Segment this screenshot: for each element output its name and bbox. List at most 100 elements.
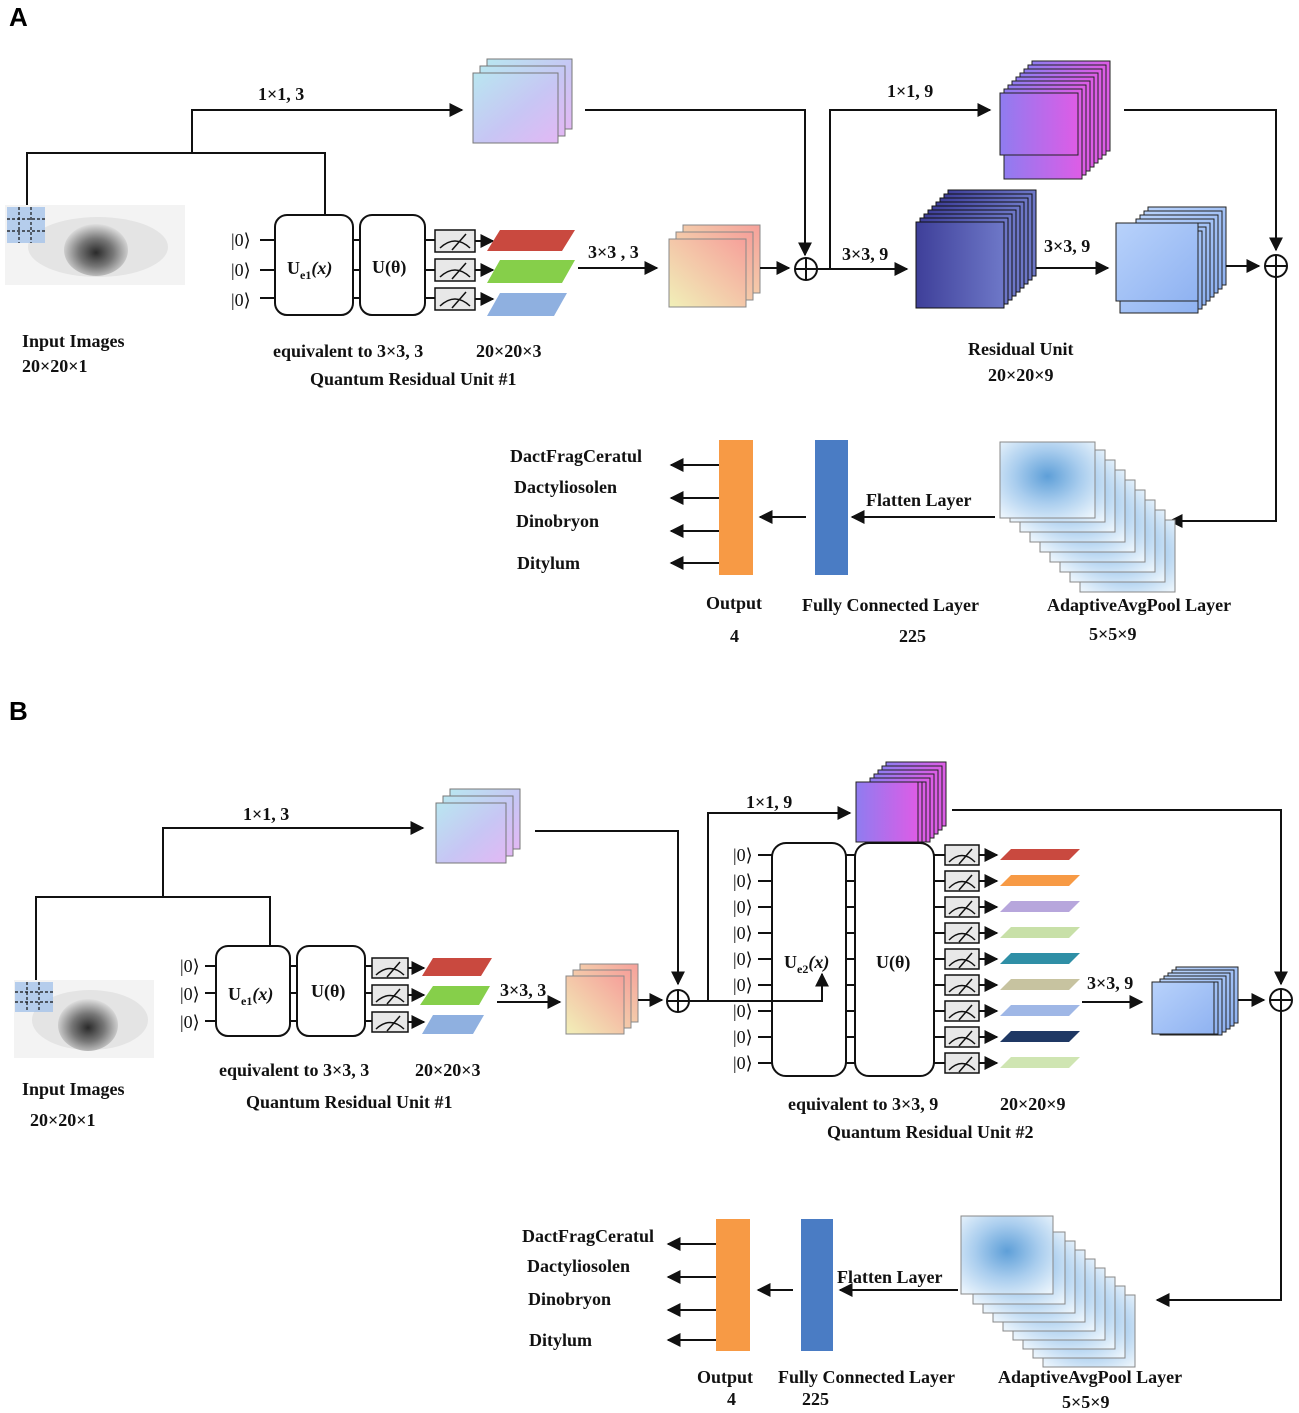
fc-size-a: 225 <box>899 626 926 646</box>
quantum-output-slab <box>1000 901 1080 912</box>
input-label-a: Input Images <box>22 331 125 351</box>
pool-name-a: AdaptiveAvgPool Layer <box>1047 595 1231 615</box>
svg-text:|0⟩: |0⟩ <box>180 1012 200 1032</box>
svg-text:|0⟩: |0⟩ <box>231 230 251 250</box>
variational-gate-a <box>359 214 426 316</box>
fc-name-a: Fully Connected Layer <box>802 595 979 615</box>
panel-a-letter: A <box>9 2 28 32</box>
class-label: Dinobryon <box>516 511 599 531</box>
quantum-output-slab <box>1000 1057 1080 1068</box>
variational-gate-b2 <box>854 842 935 1077</box>
variational-label-b2: U(θ) <box>876 952 910 973</box>
measure-dial <box>948 978 976 995</box>
measure-icon <box>371 957 409 1033</box>
class-label: Dinobryon <box>528 1289 611 1309</box>
quantum-output-slab <box>1000 849 1080 860</box>
quantum-outputs-b2 <box>979 848 1080 1070</box>
output-layer-b <box>716 1219 750 1351</box>
quantum-output-slab <box>1000 953 1080 964</box>
svg-text:|0⟩: |0⟩ <box>733 949 753 969</box>
quantum-circuit-a: |0⟩ |0⟩ |0⟩ Ue1(x) U(θ) <box>231 214 575 316</box>
fc-name-b: Fully Connected Layer <box>778 1367 955 1387</box>
svg-text:Ue1(x): Ue1(x) <box>287 258 332 282</box>
quantum-unit-name-b1: Quantum Residual Unit #1 <box>246 1092 453 1112</box>
add-node-a1 <box>794 257 818 281</box>
residual-unit-dims-a: 20×20×9 <box>988 365 1054 385</box>
svg-text:|0⟩: |0⟩ <box>733 975 753 995</box>
quantum-unit-name-a: Quantum Residual Unit #1 <box>310 369 517 389</box>
quantum-output-slab <box>1000 927 1080 938</box>
res-skip-featuremap-a <box>999 60 1111 180</box>
svg-text:|0⟩: |0⟩ <box>733 1027 753 1047</box>
measure-dial <box>948 926 976 943</box>
input-image-b <box>14 980 154 1058</box>
output-layer-a <box>719 440 753 575</box>
input-image-a <box>5 205 185 285</box>
output-size-b: 4 <box>727 1389 736 1409</box>
quantum-equivalent-b1: equivalent to 3×3, 3 <box>219 1060 369 1080</box>
svg-text:|0⟩: |0⟩ <box>733 897 753 917</box>
svg-text:|0⟩: |0⟩ <box>733 1001 753 1021</box>
class-label: DactFragCeratul <box>510 446 642 466</box>
add-node-b1 <box>666 989 690 1013</box>
conv-featuremap-b <box>565 963 639 1035</box>
svg-text:Ue2(x): Ue2(x) <box>784 952 829 976</box>
skip-label-a: 1×1, 3 <box>258 84 304 104</box>
variational-gate-b1 <box>296 945 366 1037</box>
encoder-gate-b2 <box>771 842 847 1077</box>
measure-dial <box>948 900 976 917</box>
conv-featuremap-a <box>668 224 761 308</box>
res-conv1-featuremap-a <box>915 189 1037 309</box>
pool-featuremap-b <box>960 1215 1136 1368</box>
svg-text:|0⟩: |0⟩ <box>733 1053 753 1073</box>
svg-text:|0⟩: |0⟩ <box>180 984 200 1004</box>
measure-dial <box>948 1056 976 1073</box>
skip-featuremap-b <box>435 788 521 864</box>
panel-a: A Input Images 20×20×1 1×1, 3 |0⟩ |0⟩ |0… <box>5 2 1288 646</box>
conv-label-b2: 3×3, 9 <box>1087 973 1133 993</box>
skip-label-b: 1×1, 3 <box>243 804 289 824</box>
quantum-output-slab <box>1000 1005 1080 1016</box>
measure-dial <box>948 1004 976 1021</box>
quantum-output-slab <box>1000 979 1080 990</box>
quantum-dims-b1: 20×20×3 <box>415 1060 481 1080</box>
class-label: Dactyliosolen <box>514 477 617 497</box>
res-skip-label-a: 1×1, 9 <box>887 81 933 101</box>
measure-dial <box>948 1030 976 1047</box>
flatten-label-b: Flatten Layer <box>837 1267 942 1287</box>
residual-unit-name-a: Residual Unit <box>968 339 1074 359</box>
svg-text:|0⟩: |0⟩ <box>180 956 200 976</box>
variational-label-a: U(θ) <box>372 257 406 278</box>
quantum-circuit-b2: |0⟩ |0⟩ |0⟩ |0⟩ |0⟩ |0⟩ |0⟩ |0⟩ |0⟩ Ue2(… <box>689 842 1080 1077</box>
svg-text:|0⟩: |0⟩ <box>733 871 753 891</box>
class-label: DactFragCeratul <box>522 1226 654 1246</box>
svg-text:|0⟩: |0⟩ <box>231 290 251 310</box>
measure-dial <box>948 874 976 891</box>
quantum-output-slab <box>1000 1031 1080 1042</box>
res-skip-featuremap-b <box>855 761 947 843</box>
variational-label-b1: U(θ) <box>311 981 345 1002</box>
class-label: Dactyliosolen <box>527 1256 630 1276</box>
svg-text:|0⟩: |0⟩ <box>231 260 251 280</box>
quantum-circuit-b1: |0⟩ |0⟩ |0⟩ Ue1(x) U(θ) <box>180 945 492 1037</box>
output-size-a: 4 <box>730 626 739 646</box>
skip-label-b2: 1×1, 9 <box>746 792 792 812</box>
pool-dims-a: 5×5×9 <box>1089 624 1137 644</box>
pool-featuremap-a <box>999 441 1176 593</box>
conv-label-b: 3×3, 3 <box>500 980 546 1000</box>
skip-featuremap-a <box>472 58 573 144</box>
measure-icon <box>944 844 980 1074</box>
quantum-equivalent-b2: equivalent to 3×3, 9 <box>788 1094 938 1114</box>
output-name-b: Output <box>697 1367 753 1387</box>
panel-b: B Input Images 20×20×1 1×1, 3 |0⟩ |0⟩ |0… <box>9 696 1293 1412</box>
output-name-a: Output <box>706 593 762 613</box>
svg-text:|0⟩: |0⟩ <box>733 845 753 865</box>
add-node-a2 <box>1264 254 1288 278</box>
pool-dims-b: 5×5×9 <box>1062 1392 1110 1412</box>
conv-label-a: 3×3 , 3 <box>588 242 639 262</box>
conv2-featuremap-b <box>1151 966 1239 1036</box>
class-label: Ditylum <box>529 1330 592 1350</box>
encoder-gate-a <box>274 214 354 316</box>
add-node-b2 <box>1269 988 1293 1012</box>
panel-b-letter: B <box>9 696 28 726</box>
